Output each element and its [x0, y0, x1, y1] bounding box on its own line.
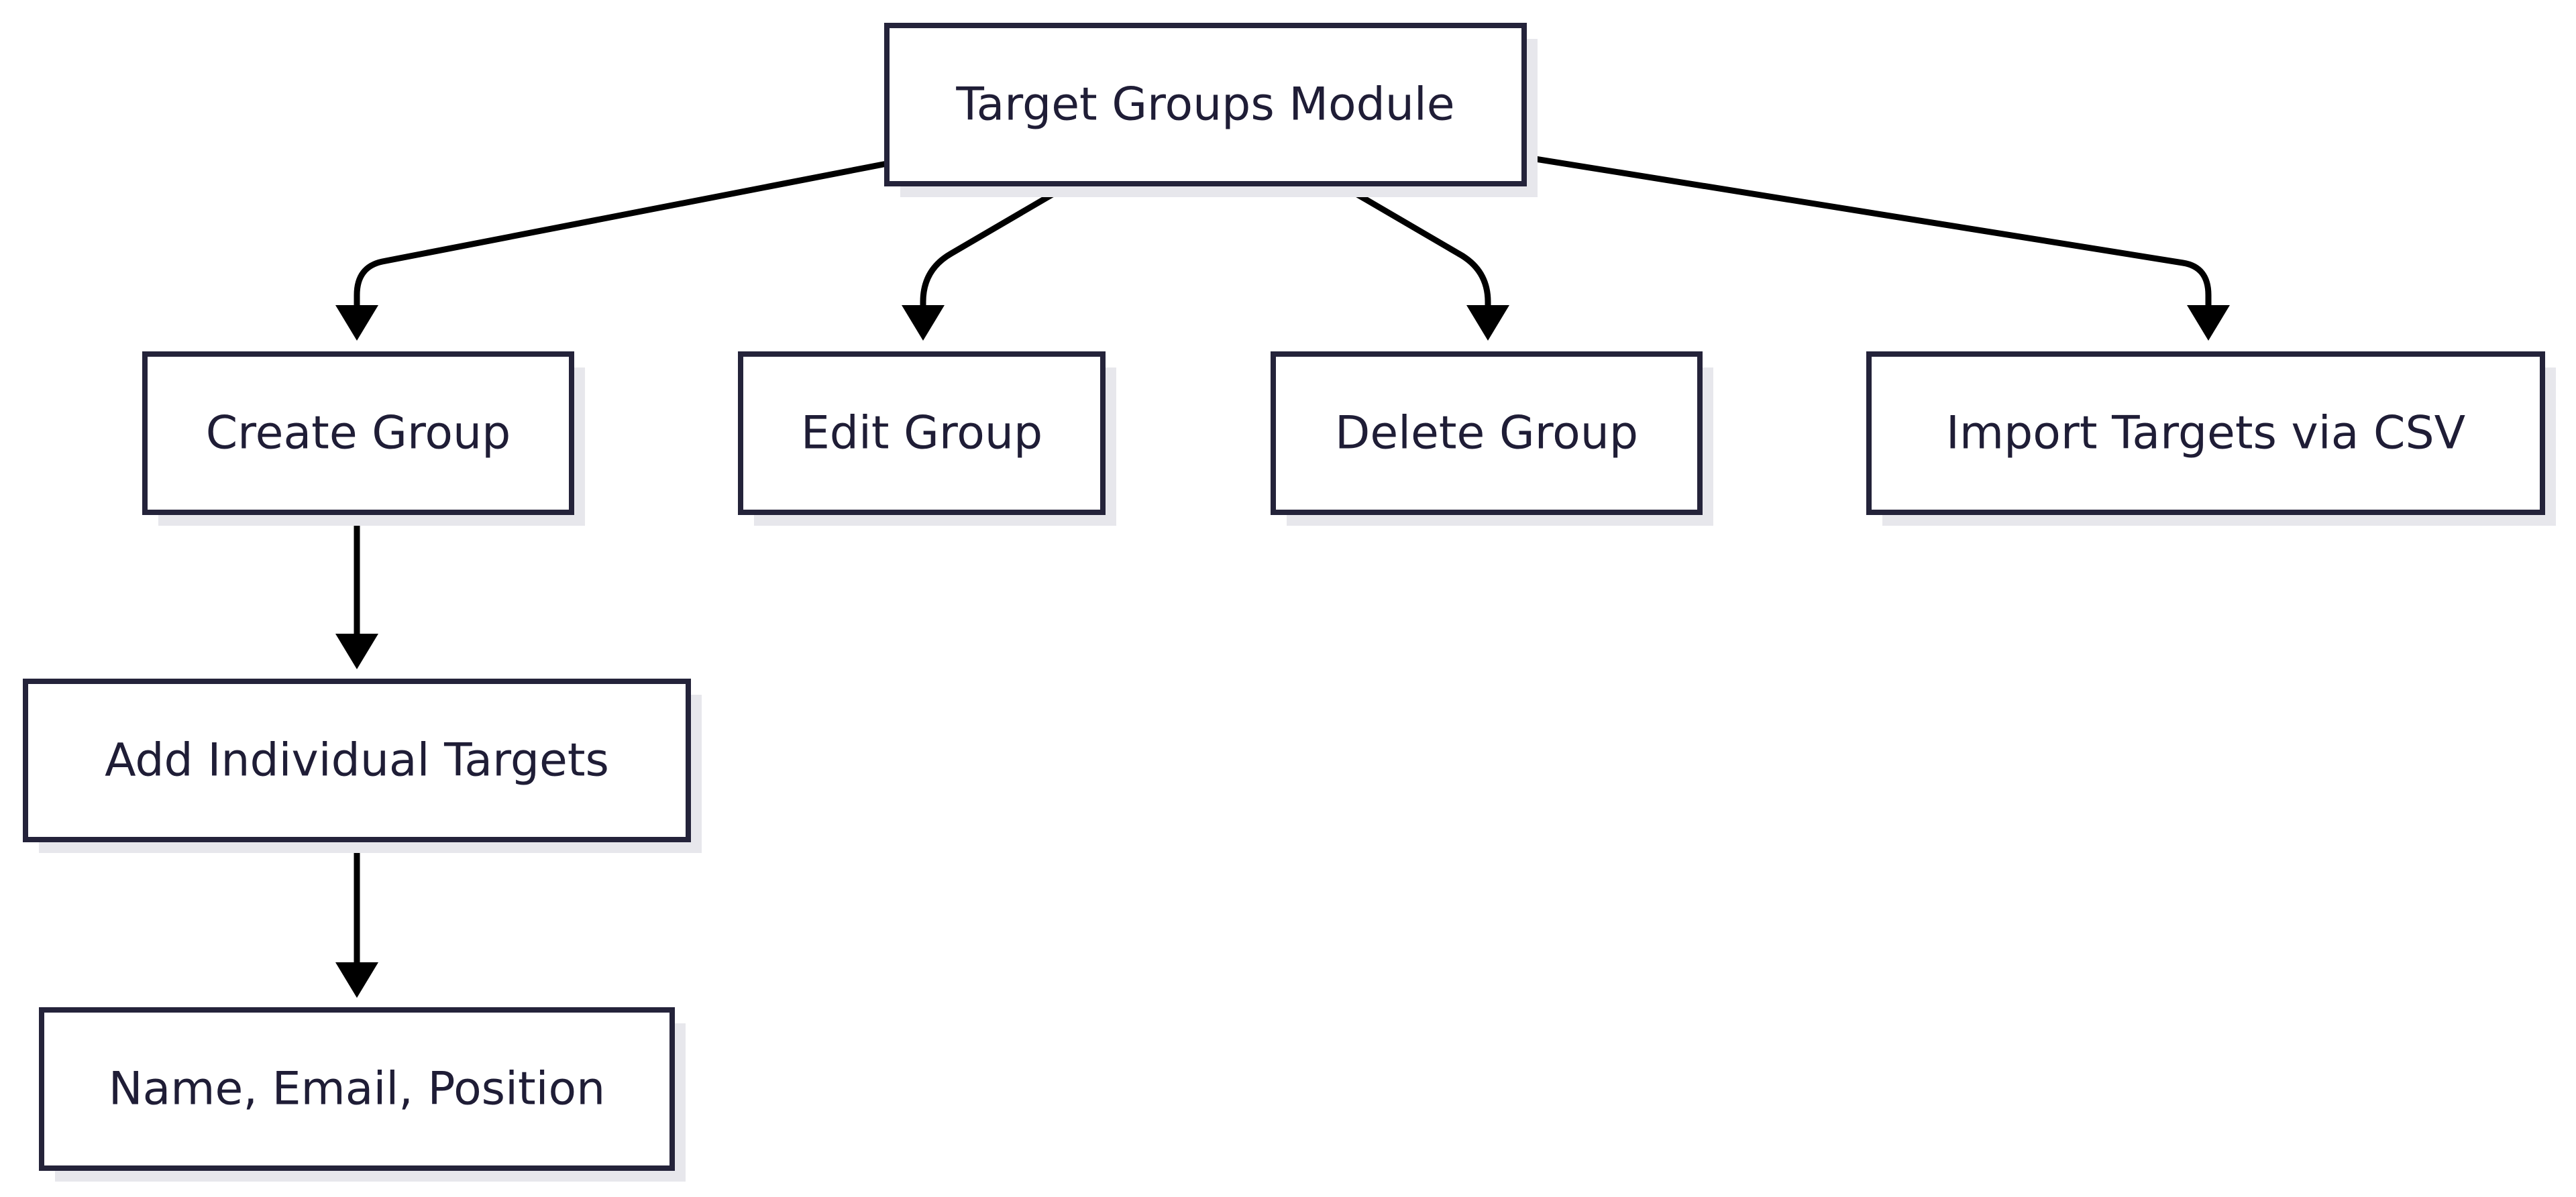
node-label: Create Group — [206, 407, 511, 460]
edges — [335, 154, 2230, 998]
node-create-group: Create Group — [142, 351, 585, 526]
arrowhead-import — [2187, 305, 2230, 341]
node-add-individual-targets: Add Individual Targets — [23, 679, 702, 853]
edge-root-to-edit — [920, 181, 1073, 308]
node-label: Add Individual Targets — [105, 734, 609, 787]
node-edit-group: Edit Group — [738, 351, 1116, 526]
arrowhead-edit — [902, 305, 945, 341]
arrowhead-add — [335, 634, 378, 669]
node-label: Delete Group — [1335, 407, 1638, 460]
arrowhead-fields — [335, 962, 378, 998]
node-label: Import Targets via CSV — [1946, 407, 2465, 460]
nodes: Target Groups Module Create Group Edit G… — [23, 23, 2556, 1182]
edge-root-to-import — [1522, 154, 2212, 308]
node-name-email-position: Name, Email, Position — [39, 1007, 686, 1182]
edge-root-to-create — [354, 160, 888, 308]
arrowhead-delete — [1466, 305, 1509, 341]
node-label: Target Groups Module — [955, 78, 1454, 131]
node-delete-group: Delete Group — [1271, 351, 1713, 526]
node-label: Edit Group — [801, 407, 1042, 460]
node-label: Name, Email, Position — [109, 1063, 606, 1116]
edge-root-to-delete — [1337, 181, 1491, 308]
node-target-groups-module: Target Groups Module — [884, 23, 1538, 197]
arrowhead-create — [335, 305, 378, 341]
node-import-targets-via-csv: Import Targets via CSV — [1866, 351, 2556, 526]
